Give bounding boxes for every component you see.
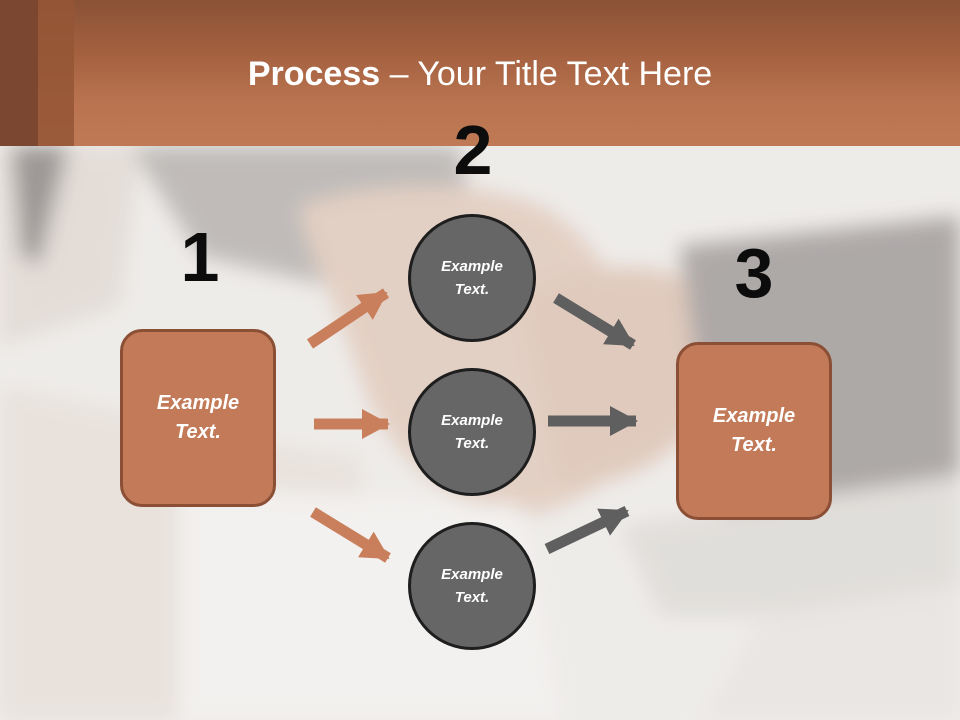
slide-title: Process – Your Title Text Here	[0, 54, 960, 94]
title-rest: – Your Title Text Here	[380, 55, 713, 93]
arrow-top-to-right	[553, 293, 636, 350]
title-bar: Process – Your Title Text Here	[0, 0, 960, 146]
arrow-bottom-to-right	[544, 506, 630, 554]
left-box-line-2: Text.	[175, 421, 221, 443]
left-box-line-1: Example	[156, 392, 240, 414]
right-box-line-1: Example	[712, 405, 796, 427]
circle-middle: Example Text.	[408, 368, 536, 496]
circle-bottom: Example Text.	[408, 522, 536, 650]
right-process-box: Example Text.	[676, 342, 832, 520]
header-accent-dark	[0, 0, 38, 146]
circle-top: Example Text.	[408, 214, 536, 342]
circle-top-line-2: Text.	[454, 281, 490, 298]
step-number-2: 2	[453, 111, 493, 189]
title-bold: Process	[247, 55, 381, 93]
step-number-3: 3	[734, 234, 774, 312]
step-number-1: 1	[180, 218, 220, 296]
circle-bottom-line-2: Text.	[454, 589, 490, 606]
arrow-left-to-top	[306, 288, 390, 349]
circle-bottom-line-1: Example	[441, 566, 503, 583]
circle-middle-line-2: Text.	[454, 435, 490, 452]
arrow-left-to-bottom	[310, 507, 391, 563]
right-box-line-2: Text.	[731, 434, 777, 456]
circle-top-line-1: Example	[441, 258, 503, 275]
left-process-box: Example Text.	[120, 329, 276, 507]
circle-middle-line-1: Example	[441, 412, 503, 429]
header-accent-light	[38, 0, 74, 146]
